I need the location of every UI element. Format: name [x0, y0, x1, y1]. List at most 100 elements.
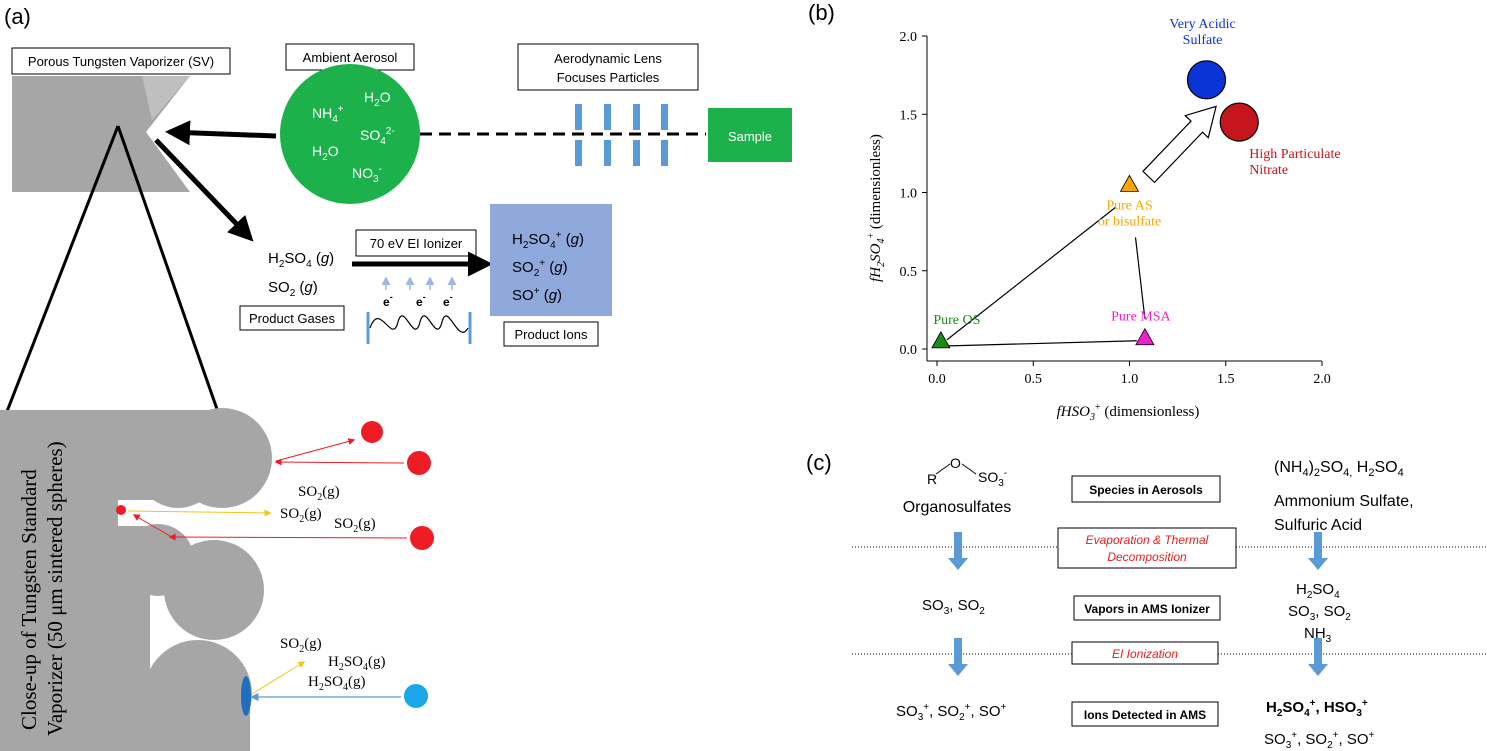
y-tick-label: 1.5	[900, 108, 918, 123]
ei-box	[1071, 641, 1219, 665]
filament-coil	[366, 312, 472, 344]
panel-a: (a) Porous Tungsten Vaporizer (SV) Ambie…	[0, 4, 792, 751]
down-arrow-left-2	[948, 638, 968, 676]
closeup-label-line2: Vaporizer (50 μm sintered spheres)	[43, 441, 67, 736]
so2g-label-2: SO2(g)	[280, 506, 322, 525]
ionizer-label: 70 eV EI Ionizer	[370, 236, 463, 251]
ion-h2so4-label: H2SO4+ (g)	[512, 230, 584, 251]
x-tick-label: 1.5	[1217, 372, 1235, 387]
incoming-particle-2	[410, 526, 434, 550]
h2o-label-2: H2O	[312, 143, 339, 163]
product-ions-box	[490, 204, 612, 316]
flow-arrows	[948, 532, 1328, 676]
point-high-particulate	[1219, 102, 1259, 142]
vapors-box	[1073, 595, 1221, 621]
zoom-line-right	[116, 125, 220, 413]
sample-label: Sample	[728, 129, 772, 144]
vaporizer-block	[12, 76, 190, 192]
left-vapors: SO3, SO2	[922, 597, 985, 617]
closeup-vapor-labels: SO2(g) SO2(g) SO2(g) SO2(g) H2SO4(g) H2S…	[280, 484, 386, 693]
trajectory-out-1	[275, 438, 356, 462]
evaporation-box	[1057, 527, 1237, 569]
y-tick-label: 0.0	[900, 343, 918, 358]
point-pure-os	[931, 331, 951, 349]
product-gases-label: Product Gases	[249, 311, 335, 326]
as-to-msa-line	[1134, 237, 1146, 319]
panel-c: (c) R O SO3- Organosulfates Species in A…	[806, 450, 1487, 751]
trend-arrow	[1142, 105, 1217, 184]
right-ions-line1: H2SO4+, HSO3+	[1266, 698, 1368, 719]
sulfuric-acid-label: Sulfuric Acid	[1274, 517, 1362, 534]
label-very-acidic-line2: Sulfate	[1183, 33, 1223, 48]
incoming-particle-1	[407, 451, 431, 475]
label-very-acidic: Very Acidic	[1169, 17, 1235, 32]
h2o-label-1: H2O	[364, 89, 391, 109]
product-ions-label-box	[503, 321, 599, 347]
ion-so-label: SO+ (g)	[512, 286, 562, 304]
right-vapor-so3-so2: SO3, SO2	[1288, 603, 1351, 623]
electrons: e- e- e-	[383, 292, 453, 309]
trajectory-in-2	[168, 533, 408, 541]
electron-2: e-	[416, 292, 426, 309]
trajectory-in-1	[274, 458, 405, 466]
lens-label-box	[517, 43, 699, 91]
trajectory-in-2b	[132, 514, 171, 537]
right-ions-line2: SO3+, SO2+, SO+	[1264, 730, 1375, 751]
chart-b-ylabel: fH2SO4+ (dimensionless)	[866, 134, 887, 282]
so2g-label-4: SO2(g)	[280, 636, 322, 655]
nh4-label: NH4+	[312, 104, 344, 125]
os-to-msa-line	[948, 340, 1137, 347]
label-pure-msa: Pure MSA	[1111, 310, 1171, 325]
label-pure-as: Pure AS	[1106, 198, 1152, 213]
h2so4-gas-label: H2SO4 (g)	[268, 250, 334, 270]
vaporizer-label-box	[11, 47, 231, 75]
y-tick-label: 1.0	[900, 187, 918, 202]
aerodynamic-lens	[575, 104, 668, 166]
point-pure-msa	[1135, 327, 1155, 346]
vaporizer-label: Porous Tungsten Vaporizer (SV)	[28, 54, 214, 69]
ion-so2-label: SO2+ (g)	[512, 258, 568, 279]
point-pure-as	[1119, 174, 1140, 192]
chart-b-xlabel: fHSO3+ (dimensionless)	[1057, 402, 1200, 423]
down-arrow-right-2	[1308, 638, 1328, 676]
down-arrow-right-1	[1308, 532, 1328, 570]
ions-box	[1071, 701, 1219, 727]
ambient-aerosol-label: Ambient Aerosol	[303, 50, 398, 65]
h2so4g-label-2: H2SO4(g)	[308, 674, 366, 693]
label-high-particulate: High Particulate	[1249, 147, 1340, 162]
x-tick-label: 0.5	[1025, 372, 1043, 387]
y-tick-label: 0.5	[900, 265, 918, 280]
particle-impact-spot	[241, 676, 251, 716]
down-arrow-left-1	[948, 532, 968, 570]
panel-b-label: (b)	[808, 0, 835, 25]
x-tick-label: 1.0	[1121, 372, 1139, 387]
os-to-as-line	[946, 206, 1116, 341]
species-label: Species in Aerosols	[1089, 483, 1203, 497]
vapor-out-2	[251, 661, 306, 695]
electron-3: e-	[443, 292, 453, 309]
species-box	[1071, 475, 1221, 503]
vapors-label: Vapors in AMS Ionizer	[1084, 602, 1210, 616]
so2-gas-label: SO2 (g)	[268, 279, 318, 299]
y-tick-label: 2.0	[900, 30, 918, 45]
so2g-label-1: SO2(g)	[298, 484, 340, 503]
product-ions-label: Product Ions	[515, 327, 588, 342]
organo-o: O	[950, 455, 961, 471]
aerosol-particle	[280, 64, 420, 204]
right-vapor-nh3: NH3	[1304, 625, 1332, 645]
aerosol-species: NH4+ H2O SO42- H2O NO3-	[312, 89, 395, 185]
label-high-particulate-line2: Nitrate	[1249, 163, 1288, 178]
sample-box	[708, 108, 792, 162]
closeup-label-line1: Close-up of Tungsten Standard	[17, 469, 41, 730]
electron-arrows	[381, 276, 457, 290]
evaporation-label-line1: Evaporation & Thermal	[1086, 533, 1209, 547]
so4-label: SO42-	[360, 126, 395, 147]
vapor-out-1	[127, 509, 272, 517]
ei-label: EI Ionization	[1112, 647, 1178, 661]
bounced-particle-1	[361, 421, 383, 443]
label-pure-as-line2: or bisulfate	[1098, 214, 1161, 229]
so2g-label-3: SO2(g)	[334, 516, 376, 535]
